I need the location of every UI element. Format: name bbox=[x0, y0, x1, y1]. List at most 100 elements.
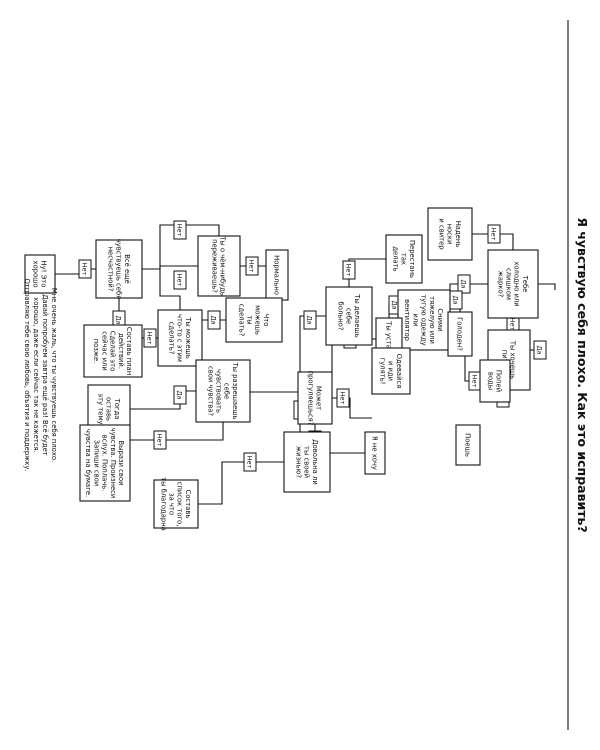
answer-label-no: Нет bbox=[336, 388, 350, 408]
node-text: можешь bbox=[254, 305, 262, 335]
answer-label-no: Нет bbox=[487, 224, 501, 244]
svg-text:Нет: Нет bbox=[81, 263, 89, 276]
node-text: Сделай это bbox=[109, 331, 117, 372]
node-text: переживаешь? bbox=[211, 239, 219, 293]
connector-line bbox=[299, 315, 326, 372]
node-text: позже. bbox=[92, 339, 100, 364]
svg-text:Да: Да bbox=[452, 295, 460, 304]
node-text: Нормально bbox=[273, 255, 281, 295]
node-text: за что bbox=[168, 493, 176, 515]
answer-label-yes: Да bbox=[533, 340, 547, 360]
node-text: и иди bbox=[387, 361, 395, 381]
answer-label-yes: Да bbox=[207, 310, 221, 330]
node-text: Ты можешь bbox=[184, 316, 192, 359]
node-text: Запиши свои bbox=[92, 440, 100, 487]
answer-label-no: Нет bbox=[243, 452, 257, 472]
connector-line bbox=[449, 283, 488, 290]
node-text: список того, bbox=[176, 482, 184, 527]
node-hungry: Голоден? bbox=[447, 311, 473, 357]
node-text: чувствовать bbox=[215, 369, 223, 413]
answer-label-no: Нет bbox=[342, 260, 356, 280]
node-text: вентилятор bbox=[403, 299, 411, 341]
node-text: и свитер bbox=[437, 218, 445, 249]
node-text: Составь план bbox=[125, 327, 133, 375]
answer-label-no: Нет bbox=[173, 270, 187, 290]
answer-label-yes: Да bbox=[303, 310, 317, 330]
connector-line bbox=[538, 283, 556, 290]
node-text: чувствуешь себя bbox=[115, 239, 123, 300]
node-text: Поешь bbox=[464, 433, 472, 457]
node-text: хорошо bbox=[32, 260, 40, 287]
node-text: действий. bbox=[117, 333, 125, 369]
answer-label-yes: Да bbox=[173, 385, 187, 405]
svg-text:Нет: Нет bbox=[471, 375, 479, 388]
node-text: так bbox=[400, 253, 408, 265]
node-text: вслух. Поплачь. bbox=[101, 435, 109, 492]
footer-line: Давай попробуем завтра ещё раз! Всё буде… bbox=[41, 294, 49, 456]
node-text: тяжелую или bbox=[428, 296, 436, 344]
node-text: сейчас или bbox=[100, 331, 108, 371]
node-text: Попей bbox=[495, 370, 503, 392]
node-text: больно? bbox=[336, 302, 344, 331]
node-text: оставь bbox=[105, 397, 113, 421]
node-text: прогуляешься? bbox=[307, 371, 315, 426]
node-text: Ну! Это bbox=[40, 261, 48, 288]
node-text: себе bbox=[223, 383, 231, 399]
connector-line bbox=[472, 233, 514, 250]
node-text: воды bbox=[487, 372, 495, 390]
svg-text:Нет: Нет bbox=[509, 318, 517, 331]
svg-text:Нет: Нет bbox=[146, 332, 154, 345]
footer-line: Отправляю тебе свою любовь, объятия и по… bbox=[23, 278, 31, 471]
answer-label-no: Нет bbox=[173, 220, 187, 240]
answer-label-no: Нет bbox=[78, 259, 92, 279]
node-text: Надень bbox=[454, 221, 462, 248]
svg-text:Нет: Нет bbox=[176, 274, 184, 287]
svg-text:Да: Да bbox=[210, 315, 218, 324]
answer-label-yes: Да bbox=[457, 274, 471, 294]
node-text: Сними bbox=[436, 308, 444, 331]
footer-line: Мне очень жаль, что ты чувствуешь себя п… bbox=[50, 288, 58, 462]
node-text: Может bbox=[315, 386, 323, 410]
connector-line bbox=[159, 265, 198, 310]
svg-text:Да: Да bbox=[391, 300, 399, 309]
node-text: жарко? bbox=[496, 271, 504, 298]
node-text: Ты хочешь bbox=[509, 340, 517, 379]
node-text: Ты о чём-нибудь bbox=[219, 235, 227, 296]
node-text: тугую одежду bbox=[420, 294, 428, 345]
answer-label-no: Нет bbox=[153, 430, 167, 450]
footer-text: Мне очень жаль, что ты чувствуешь себя п… bbox=[23, 278, 58, 471]
answer-label-yes: Да bbox=[449, 290, 463, 310]
node-text: гулять! bbox=[378, 358, 386, 385]
node-text: себе bbox=[345, 308, 353, 324]
node-text: слишком bbox=[505, 268, 513, 300]
svg-text:Нет: Нет bbox=[339, 392, 347, 405]
node-text: Я не хочу bbox=[371, 436, 379, 470]
node-text: Ты разрешаешь bbox=[231, 361, 239, 419]
node-text: Составь bbox=[184, 490, 192, 519]
node-text: чувства на бумаге. bbox=[84, 429, 92, 497]
svg-text:Да: Да bbox=[176, 390, 184, 399]
connector-line bbox=[142, 224, 220, 270]
footer-line: хорошо, даже если сейчас так не кажется. bbox=[32, 297, 40, 453]
node-text: носки bbox=[446, 224, 454, 245]
node-text: Довольна ли bbox=[311, 439, 319, 485]
svg-text:Нет: Нет bbox=[345, 264, 353, 277]
node-text: сделать? bbox=[167, 322, 175, 355]
node-noWant: Я не хочу bbox=[364, 431, 386, 475]
svg-text:Да: Да bbox=[115, 315, 123, 324]
node-normal: Нормально bbox=[265, 249, 289, 301]
node-text: Одевайся bbox=[395, 354, 403, 389]
